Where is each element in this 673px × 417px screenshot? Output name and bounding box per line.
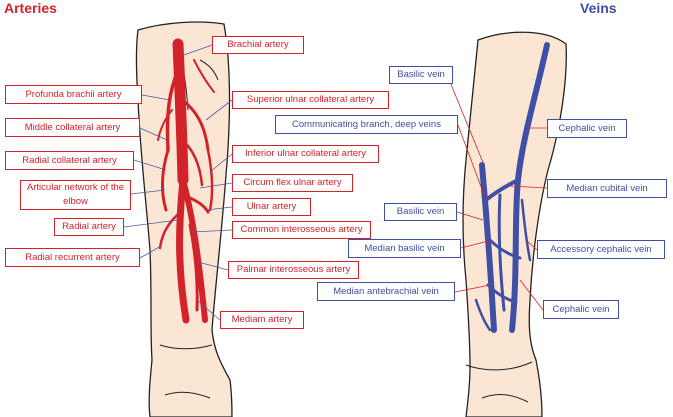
- label-brachial-artery: Brachial artery: [212, 36, 304, 54]
- left-arm-outline: [135, 21, 233, 417]
- label-middle-collateral-artery: Middle collateral artery: [5, 118, 140, 137]
- label-median-cubital-vein: Median cubital vein: [547, 179, 667, 198]
- label-palmar-interosseous-artery: Palmar interosseous artery: [228, 261, 359, 279]
- label-circumflex-ulnar-artery: Circum flex ulnar artery: [232, 174, 353, 192]
- label-basilic-vein-mid: Basilic vein: [384, 203, 457, 221]
- label-accessory-cephalic-vein: Accessory cephalic vein: [537, 240, 665, 259]
- artery-tree: [157, 38, 215, 324]
- label-mediam-artery: Mediam artery: [220, 311, 304, 329]
- label-radial-recurrent-artery: Radial recurrent artery: [5, 248, 140, 267]
- label-communicating-branch-deep-veins: Communicating branch, deep veins: [275, 115, 458, 134]
- label-inferior-ulnar-collateral-artery: Inferior ulnar collateral artery: [232, 145, 379, 163]
- vein-network: [474, 42, 550, 333]
- label-profunda-brachii-artery: Profunda brachii artery: [5, 85, 142, 104]
- arteries-heading: Arteries: [4, 0, 57, 16]
- label-articular-network-elbow: Articular network of the elbow: [20, 180, 131, 210]
- label-ulnar-artery: Ulnar artery: [232, 198, 311, 216]
- label-radial-collateral-artery: Radial collateral artery: [5, 151, 134, 170]
- artery-leader-lines: [123, 44, 233, 321]
- vein-leader-lines: [449, 81, 548, 311]
- label-cephalic-vein-bottom: Cephalic vein: [543, 300, 619, 319]
- label-basilic-vein-top: Basilic vein: [389, 66, 453, 84]
- label-radial-artery: Radial artery: [54, 218, 124, 236]
- veins-heading: Veins: [580, 0, 617, 16]
- label-common-interosseous-artery: Common interosseous artery: [232, 221, 371, 239]
- label-median-antebrachial-vein: Median antebrachial vein: [317, 282, 455, 301]
- label-superior-ulnar-collateral-artery: Superior ulnar collateral artery: [232, 91, 389, 109]
- label-median-basilic-vein: Median basilic vein: [348, 239, 461, 258]
- label-cephalic-vein-top: Cephalic vein: [547, 119, 627, 138]
